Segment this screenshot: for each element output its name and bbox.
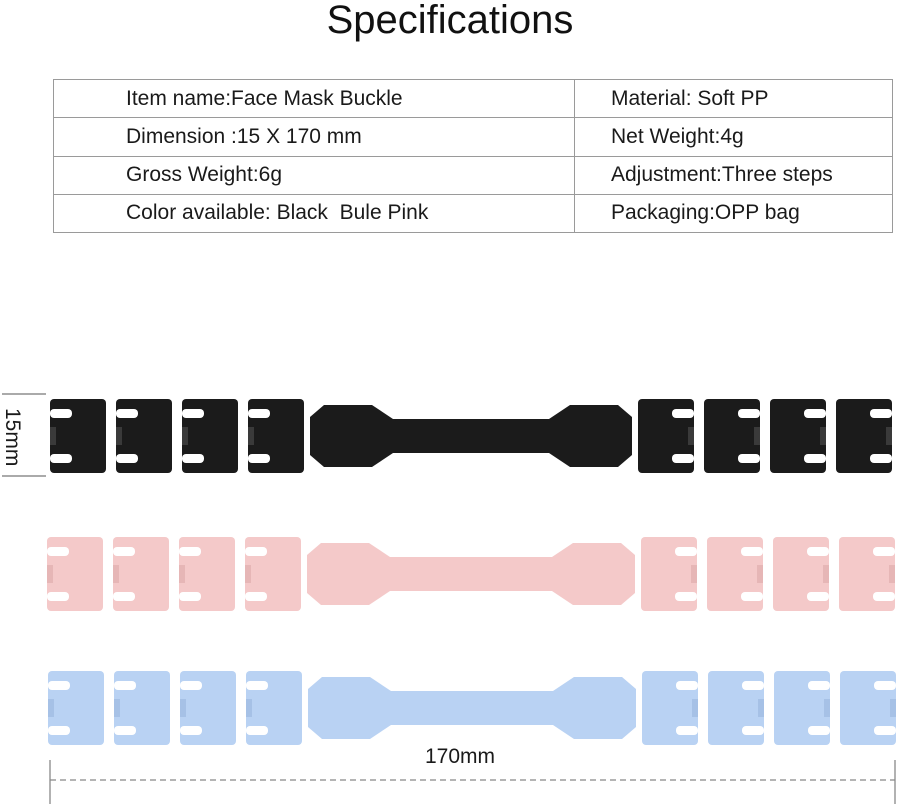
strap-hook (774, 671, 830, 745)
strap-hook (113, 537, 169, 611)
strap-hook (840, 671, 896, 745)
strap-pad (307, 543, 393, 605)
height-dimension-label: 15mm (1, 408, 24, 467)
strap-hook (707, 537, 763, 611)
spec-cell: Item name:Face Mask Buckle (53, 78, 575, 119)
strap-hook (182, 399, 238, 473)
height-dimension-marker (2, 393, 46, 477)
strap-hook (116, 399, 172, 473)
table-row: Gross Weight:6g Adjustment:Three steps (53, 155, 893, 195)
spec-cell: Gross Weight:6g (53, 155, 575, 195)
strap-hook (773, 537, 829, 611)
width-dimension-label: 170mm (424, 745, 496, 768)
strap-hook (708, 671, 764, 745)
strap-hook (179, 537, 235, 611)
strap-hook (641, 537, 697, 611)
strap-hook (248, 399, 304, 473)
strap-hook (48, 671, 104, 745)
spec-cell: Net Weight:4g (574, 117, 893, 157)
page-title: Specifications (326, 0, 574, 42)
table-row: Color available: Black Bule Pink Packagi… (53, 193, 893, 234)
strap-black (50, 399, 892, 473)
strap-hook (638, 399, 694, 473)
strap-hook (839, 537, 895, 611)
strap-pink (47, 537, 895, 611)
spec-table: Item name:Face Mask Buckle Material: Sof… (53, 78, 893, 234)
strap-hook (704, 399, 760, 473)
strap-pad (310, 405, 396, 467)
strap-hook (770, 399, 826, 473)
strap-hook (836, 399, 892, 473)
strap-pad (308, 677, 394, 739)
strap-hook (642, 671, 698, 745)
strap-band (328, 691, 616, 725)
strap-pad (550, 677, 636, 739)
spec-cell: Adjustment:Three steps (574, 155, 893, 195)
strap-blue (48, 671, 896, 745)
strap-hook (114, 671, 170, 745)
strap-pad (546, 405, 632, 467)
width-dimension-marker (49, 760, 896, 804)
strap-hook (245, 537, 301, 611)
table-row: Dimension :15 X 170 mm Net Weight:4g (53, 117, 893, 157)
spec-cell: Dimension :15 X 170 mm (53, 117, 575, 157)
strap-pad (549, 543, 635, 605)
strap-hook (180, 671, 236, 745)
strap-hook (50, 399, 106, 473)
strap-band (327, 557, 615, 591)
spec-cell: Material: Soft PP (574, 78, 893, 119)
strap-hook (47, 537, 103, 611)
spec-cell: Color available: Black Bule Pink (53, 193, 575, 234)
strap-band (330, 419, 612, 453)
spec-cell: Packaging:OPP bag (574, 193, 893, 234)
table-row: Item name:Face Mask Buckle Material: Sof… (53, 78, 893, 119)
strap-hook (246, 671, 302, 745)
